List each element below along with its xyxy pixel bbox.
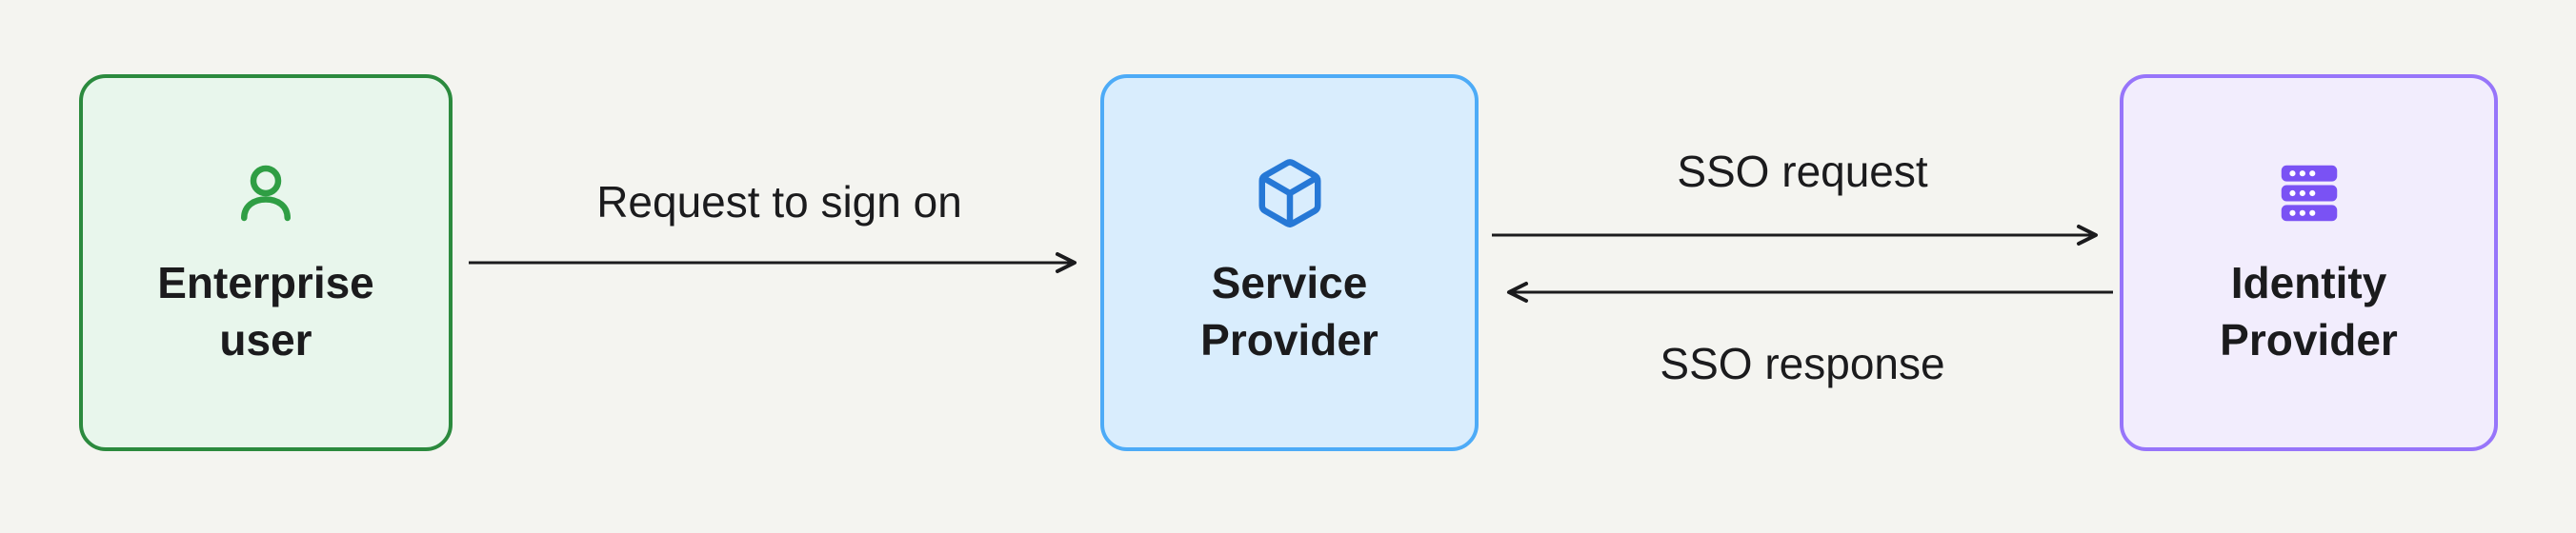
node-label-enterprise-user: Enterprise user [157, 258, 374, 365]
node-label-service-provider: Service Provider [1200, 258, 1379, 365]
node-enterprise-user: Enterprise user [79, 74, 453, 451]
node-identity-provider: Identity Provider [2120, 74, 2498, 451]
server-icon [2281, 165, 2337, 222]
edge-label-sso-request: SSO request [1677, 147, 1928, 196]
node-label-identity-provider: Identity Provider [2220, 258, 2398, 365]
cube-icon [1258, 159, 1320, 228]
node-service-provider: Service Provider [1100, 74, 1479, 451]
edge-label-request-to-sign-on: Request to sign on [596, 177, 962, 227]
user-icon [241, 165, 291, 222]
edge-label-sso-response: SSO response [1660, 339, 1945, 388]
